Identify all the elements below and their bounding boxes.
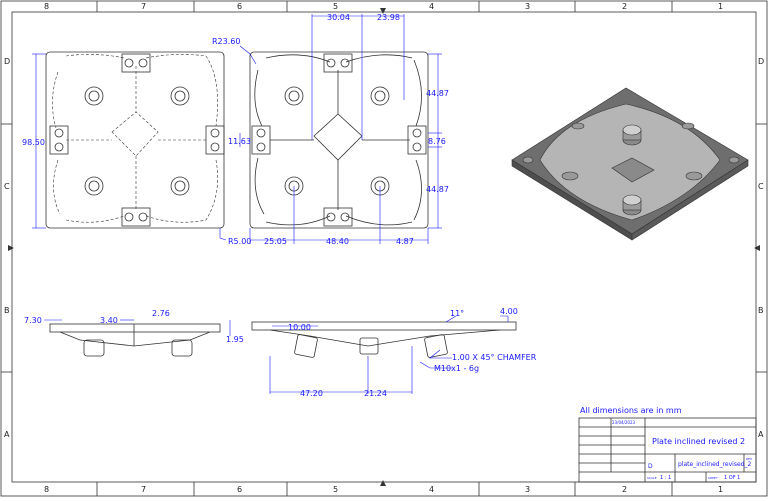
row-label: B [4,306,10,315]
row-label: D [4,57,10,66]
col-label: 1 [718,485,723,494]
zone-labels: 8 7 6 5 4 3 2 1 8 7 6 5 4 3 2 1 D C B A … [4,2,764,494]
dim-radius-bottom: R5.00 [228,237,251,246]
title-block-date: 23/04/2023 [612,420,636,425]
col-label: 7 [141,2,146,11]
dim-front-1: 10.00 [288,323,311,332]
col-label: 8 [44,2,49,11]
dim-front-3: 47.20 [300,389,323,398]
dim-height-r1: 44.87 [426,89,449,98]
dim-side-1: 7.30 [24,316,42,325]
dim-side-3: 2.76 [152,309,170,318]
side-view-right [251,321,517,358]
dim-height-r2: 8.76 [428,137,446,146]
row-label: B [758,306,764,315]
drawing-number: plate_inclined_revised_2 [678,461,751,468]
dim-height-mid: 11.63 [228,137,251,146]
sheet-label: SHEET [708,476,718,480]
units-note: All dimensions are in mm [580,406,682,415]
row-label: A [758,430,764,439]
dim-radius-top: R23.60 [212,37,240,46]
dim-base-3: 4.87 [396,237,414,246]
dimension-labels: R23.60 30.04 23.98 98.50 11.63 44.87 8.7… [22,13,537,398]
dim-height-left: 98.50 [22,138,45,147]
sheet-size: D [648,463,653,470]
isometric-view [511,87,749,241]
col-label: 6 [237,485,242,494]
col-label: 8 [44,485,49,494]
dim-base-2: 48.40 [326,237,349,246]
dim-width-2: 23.98 [377,13,400,22]
col-label: 5 [333,485,338,494]
dim-height-r3: 44.87 [426,185,449,194]
col-label: 4 [429,485,434,494]
top-view-right [249,51,429,229]
col-label: 2 [622,2,627,11]
title-block: 23/04/2023 Plate inclined revised 2 D pl… [578,417,757,483]
dimension-lines [32,14,509,394]
dim-front-2: 4.00 [500,307,518,316]
dim-front-4: 21.24 [364,389,387,398]
drawing-title: Plate inclined revised 2 [652,437,745,446]
dim-base-1: 25.05 [264,237,287,246]
col-label: 6 [237,2,242,11]
scale-value: 1 : 1 [660,475,671,481]
top-view-left [45,51,225,229]
row-label: C [758,182,764,191]
dim-thread: M10x1 - 6g [434,364,479,373]
side-view-left [49,323,221,357]
col-label: 7 [141,485,146,494]
col-label: 3 [525,2,530,11]
col-label: 2 [622,485,627,494]
scale-label: SCALE [647,476,657,480]
dim-angle: 11° [450,309,464,318]
col-label: 3 [525,485,530,494]
col-label: 4 [429,2,434,11]
col-label: 1 [718,2,723,11]
row-label: D [758,57,764,66]
dim-side-4: 1.95 [226,335,244,344]
dim-width-1: 30.04 [327,13,350,22]
col-label: 5 [333,2,338,11]
row-label: A [4,430,10,439]
dim-side-2: 3.40 [100,316,118,325]
dim-chamfer: 1.00 X 45° CHAMFER [452,353,537,362]
rev-label: REV [746,457,753,461]
row-label: C [4,182,10,191]
sheet-number: 1 OF 1 [724,475,740,481]
